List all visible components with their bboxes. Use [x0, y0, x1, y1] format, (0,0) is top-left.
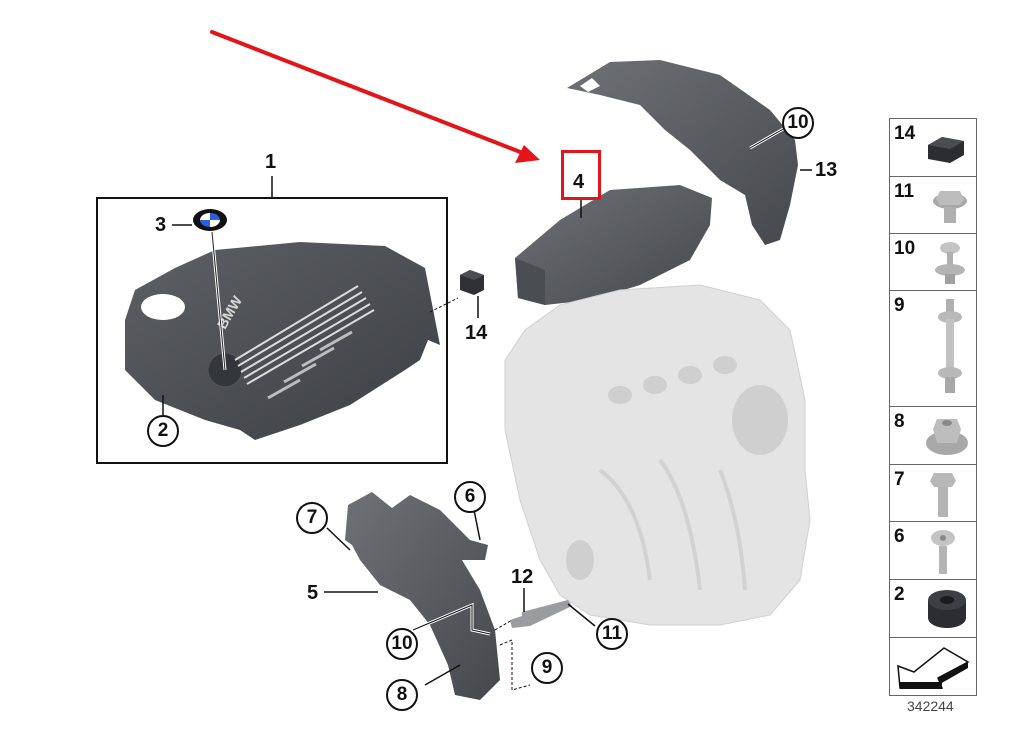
cover-plate-4[interactable] — [515, 185, 712, 305]
flange-nut-icon — [926, 419, 968, 455]
legend-row-14[interactable]: 14 — [890, 119, 976, 177]
callout-14: 14 — [465, 322, 488, 344]
legend-row-10[interactable]: 10 — [890, 234, 976, 291]
callout-4: 4 — [573, 171, 585, 193]
parts-legend-table: 14 11 10 9 8 7 6 2 — [889, 118, 977, 696]
lower-shield-5[interactable] — [345, 492, 500, 700]
callout-1: 1 — [265, 151, 277, 173]
rubber-cap-icon — [928, 137, 964, 163]
direction-arrow-icon — [897, 647, 970, 689]
hex-flange-bolt-icon — [933, 191, 967, 223]
callout-7: 7 — [296, 502, 328, 534]
legend-row-arrow — [890, 638, 976, 695]
expanding-rivet-icon — [935, 242, 965, 284]
engine-block — [504, 284, 811, 626]
bmw-emblem[interactable] — [193, 209, 227, 231]
rubber-grommet-icon — [928, 590, 966, 628]
torx-screw-icon — [931, 530, 955, 574]
legend-row-6[interactable]: 6 — [890, 522, 976, 580]
stud-bolt-icon — [938, 299, 962, 393]
legend-row-7[interactable]: 7 — [890, 465, 976, 522]
callout-3: 3 — [155, 214, 167, 236]
callout-9: 9 — [531, 652, 563, 684]
callout-6: 6 — [454, 481, 486, 513]
engine-cover[interactable]: BMW — [125, 242, 440, 440]
figure-number: 342244 — [907, 698, 954, 714]
callout-10-bottom: 10 — [386, 628, 418, 660]
acoustic-shield-13[interactable] — [567, 60, 798, 245]
callout-8: 8 — [386, 679, 418, 711]
callout-12: 12 — [511, 566, 534, 588]
callout-11: 11 — [596, 618, 628, 650]
rubber-cap-14[interactable] — [460, 270, 484, 295]
legend-row-11[interactable]: 11 — [890, 177, 976, 234]
callout-13: 13 — [815, 159, 838, 181]
callout-2: 2 — [147, 415, 179, 447]
highlight-box-4 — [561, 150, 601, 200]
legend-row-9[interactable]: 9 — [890, 291, 976, 407]
callout-10-top: 10 — [782, 107, 814, 139]
legend-row-8[interactable]: 8 — [890, 407, 976, 465]
red-arrow-annotation — [210, 30, 540, 163]
callout-5: 5 — [307, 582, 319, 604]
legend-row-2[interactable]: 2 — [890, 580, 976, 638]
hex-bolt-icon — [930, 473, 956, 517]
bracket-12[interactable] — [510, 600, 572, 628]
